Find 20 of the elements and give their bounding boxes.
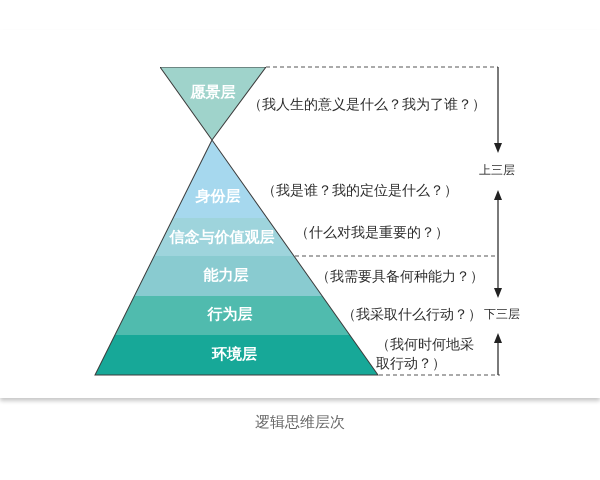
question-text: （我采取什么行动？） — [342, 305, 482, 324]
layer-label: 能力层 — [204, 267, 249, 285]
layer-label: 愿景层 — [190, 84, 236, 102]
pyramid-layer — [154, 218, 294, 256]
pyramid-layer — [134, 256, 322, 296]
question-text: （什么对我是重要的？） — [295, 223, 449, 242]
layer-label: 信念与价值观层 — [170, 229, 275, 247]
layer-label: 环境层 — [212, 346, 257, 364]
range-label: 上三层 — [479, 163, 515, 178]
question-text: （我何时何地采取行动？） — [376, 335, 475, 373]
question-text: （我人生的意义是什么？我为了谁？） — [248, 95, 486, 114]
pyramid-layer — [95, 335, 378, 375]
caption: 逻辑思维层次 — [255, 413, 345, 433]
layer-label: 行为层 — [208, 306, 253, 324]
question-text: （我需要具备何种能力？） — [316, 267, 484, 286]
question-text: （我是谁？我的定位是什么？） — [262, 181, 458, 200]
pyramid-layer — [114, 296, 350, 335]
pyramid-layer — [173, 140, 268, 218]
range-label: 下三层 — [484, 307, 520, 322]
layer-label: 身份层 — [195, 188, 240, 206]
